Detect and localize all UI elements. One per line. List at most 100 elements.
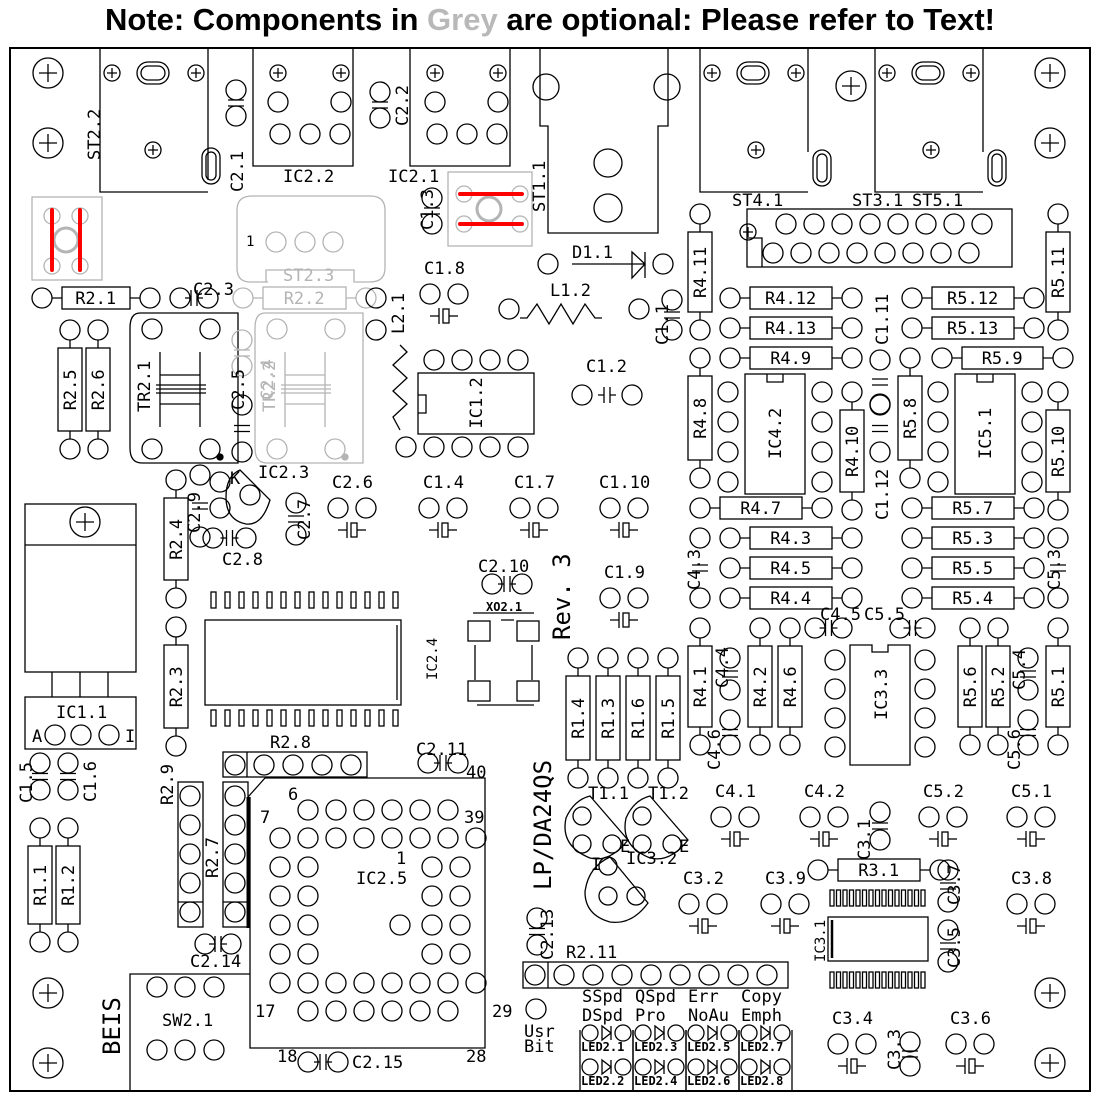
- pad: [719, 587, 741, 609]
- pad: [689, 497, 711, 519]
- smd-pad: [881, 889, 887, 907]
- component-label: C4.3: [685, 549, 705, 590]
- pad: [1021, 381, 1043, 403]
- component-label: C2.6: [332, 473, 373, 493]
- component-label: R5.1: [1049, 666, 1069, 707]
- component-label: C5.3: [1045, 549, 1065, 590]
- pad: [915, 213, 937, 235]
- note-prefix: Note: Components in: [104, 2, 428, 37]
- cap-symbol: [610, 522, 620, 538]
- cap-symbol: [721, 831, 731, 847]
- pad: [1034, 893, 1056, 915]
- plus-icon: [336, 68, 346, 78]
- pad: [740, 1058, 758, 1076]
- led-symbol: [601, 1024, 613, 1042]
- cap-symbol: [956, 1058, 966, 1074]
- resistor-R5.13: R5.13: [901, 316, 1045, 340]
- component-label: R1.1: [31, 865, 51, 906]
- component-label: 17: [255, 1002, 275, 1022]
- component-label: R4.12: [765, 289, 816, 309]
- capacitor-C2.13: C2.13: [526, 907, 558, 960]
- cap-body: [622, 612, 630, 628]
- component-label: XO2.1: [486, 600, 522, 614]
- pad: [87, 438, 109, 460]
- led-symbol: [760, 1024, 772, 1042]
- pad: [253, 754, 275, 776]
- pad: [381, 972, 403, 994]
- ic-IC2.4: IC2.4: [204, 591, 441, 727]
- smd-pad: [294, 591, 301, 609]
- mounting-hole: [32, 977, 64, 1009]
- component-label: Copy: [741, 987, 782, 1007]
- capacitor-C2.15: C2.15: [297, 1051, 403, 1073]
- plus-icon: [842, 77, 860, 95]
- capacitor-C1.1: C1.1: [653, 289, 683, 345]
- component-label: TR2.2: [260, 361, 280, 412]
- smd-pad: [308, 591, 315, 609]
- resistor-R1.4: R1.4: [565, 647, 591, 789]
- cap-symbol: [520, 522, 530, 538]
- pad: [749, 734, 771, 756]
- pad: [627, 587, 649, 609]
- resistor-network-R2.11: R2.11UsrBitSSpdDSpdLED2.1LED2.2QSpdProLE…: [522, 943, 793, 1091]
- note-grey-word: Grey: [427, 2, 498, 37]
- transformer-TR2.1: TR2.1: [129, 312, 239, 464]
- pad: [1047, 381, 1069, 403]
- pad: [807, 859, 829, 881]
- smd-pad: [848, 889, 855, 907]
- smd-pad: [238, 709, 245, 727]
- resistor-R4.10: R4.10: [839, 381, 865, 521]
- pad: [811, 497, 833, 519]
- leads: [51, 672, 109, 697]
- pad: [141, 438, 163, 460]
- pad: [165, 735, 187, 757]
- pad: [611, 964, 633, 986]
- component-label: 1: [396, 849, 406, 869]
- pad: [927, 411, 949, 433]
- pad: [409, 972, 431, 994]
- pad: [329, 123, 351, 145]
- component-label: R5.8: [901, 398, 921, 439]
- component-label: C3.4: [832, 1009, 873, 1029]
- component-label: R1.4: [569, 698, 589, 739]
- hole-ring: [1034, 127, 1066, 159]
- pad: [874, 242, 896, 264]
- pad: [818, 242, 840, 264]
- transformer-TR2.2: TR2.2: [254, 312, 364, 464]
- component-label: R1.5: [659, 698, 679, 739]
- cap-symbol: [234, 424, 250, 433]
- connector-ST2.2: ST2.2: [85, 48, 221, 193]
- resistor-R3.1: R3.1: [807, 858, 951, 882]
- led-symbol: [707, 1058, 719, 1076]
- pad: [841, 527, 863, 549]
- connector-jack-1: [699, 48, 832, 193]
- pad: [389, 914, 411, 936]
- plus-icon: [791, 68, 801, 78]
- pad: [653, 73, 681, 101]
- hole-ring: [144, 141, 162, 159]
- component-label: C2.3: [193, 280, 234, 300]
- resistor-R2.4: R2.4: [163, 469, 189, 609]
- cap-body: [783, 918, 791, 934]
- pad: [901, 317, 923, 339]
- pad: [937, 859, 959, 881]
- cap-symbol: [430, 308, 440, 324]
- inductor-coil: [392, 344, 408, 431]
- to92-outline: [584, 856, 649, 924]
- pad: [294, 231, 316, 253]
- component-label: R4.7: [740, 499, 781, 519]
- component-label: R3.1: [858, 861, 899, 881]
- smd-pad: [868, 889, 874, 907]
- pad: [209, 471, 231, 493]
- component-label: E: [679, 837, 689, 857]
- component-label: C2.2: [393, 85, 413, 126]
- pad: [297, 943, 319, 965]
- pad: [824, 678, 846, 700]
- plus-icon: [493, 68, 503, 78]
- cap-symbol: [610, 612, 620, 628]
- inductor-coil: [520, 302, 602, 326]
- cap-symbol: [372, 101, 388, 109]
- pad: [710, 806, 732, 828]
- pad: [57, 817, 79, 839]
